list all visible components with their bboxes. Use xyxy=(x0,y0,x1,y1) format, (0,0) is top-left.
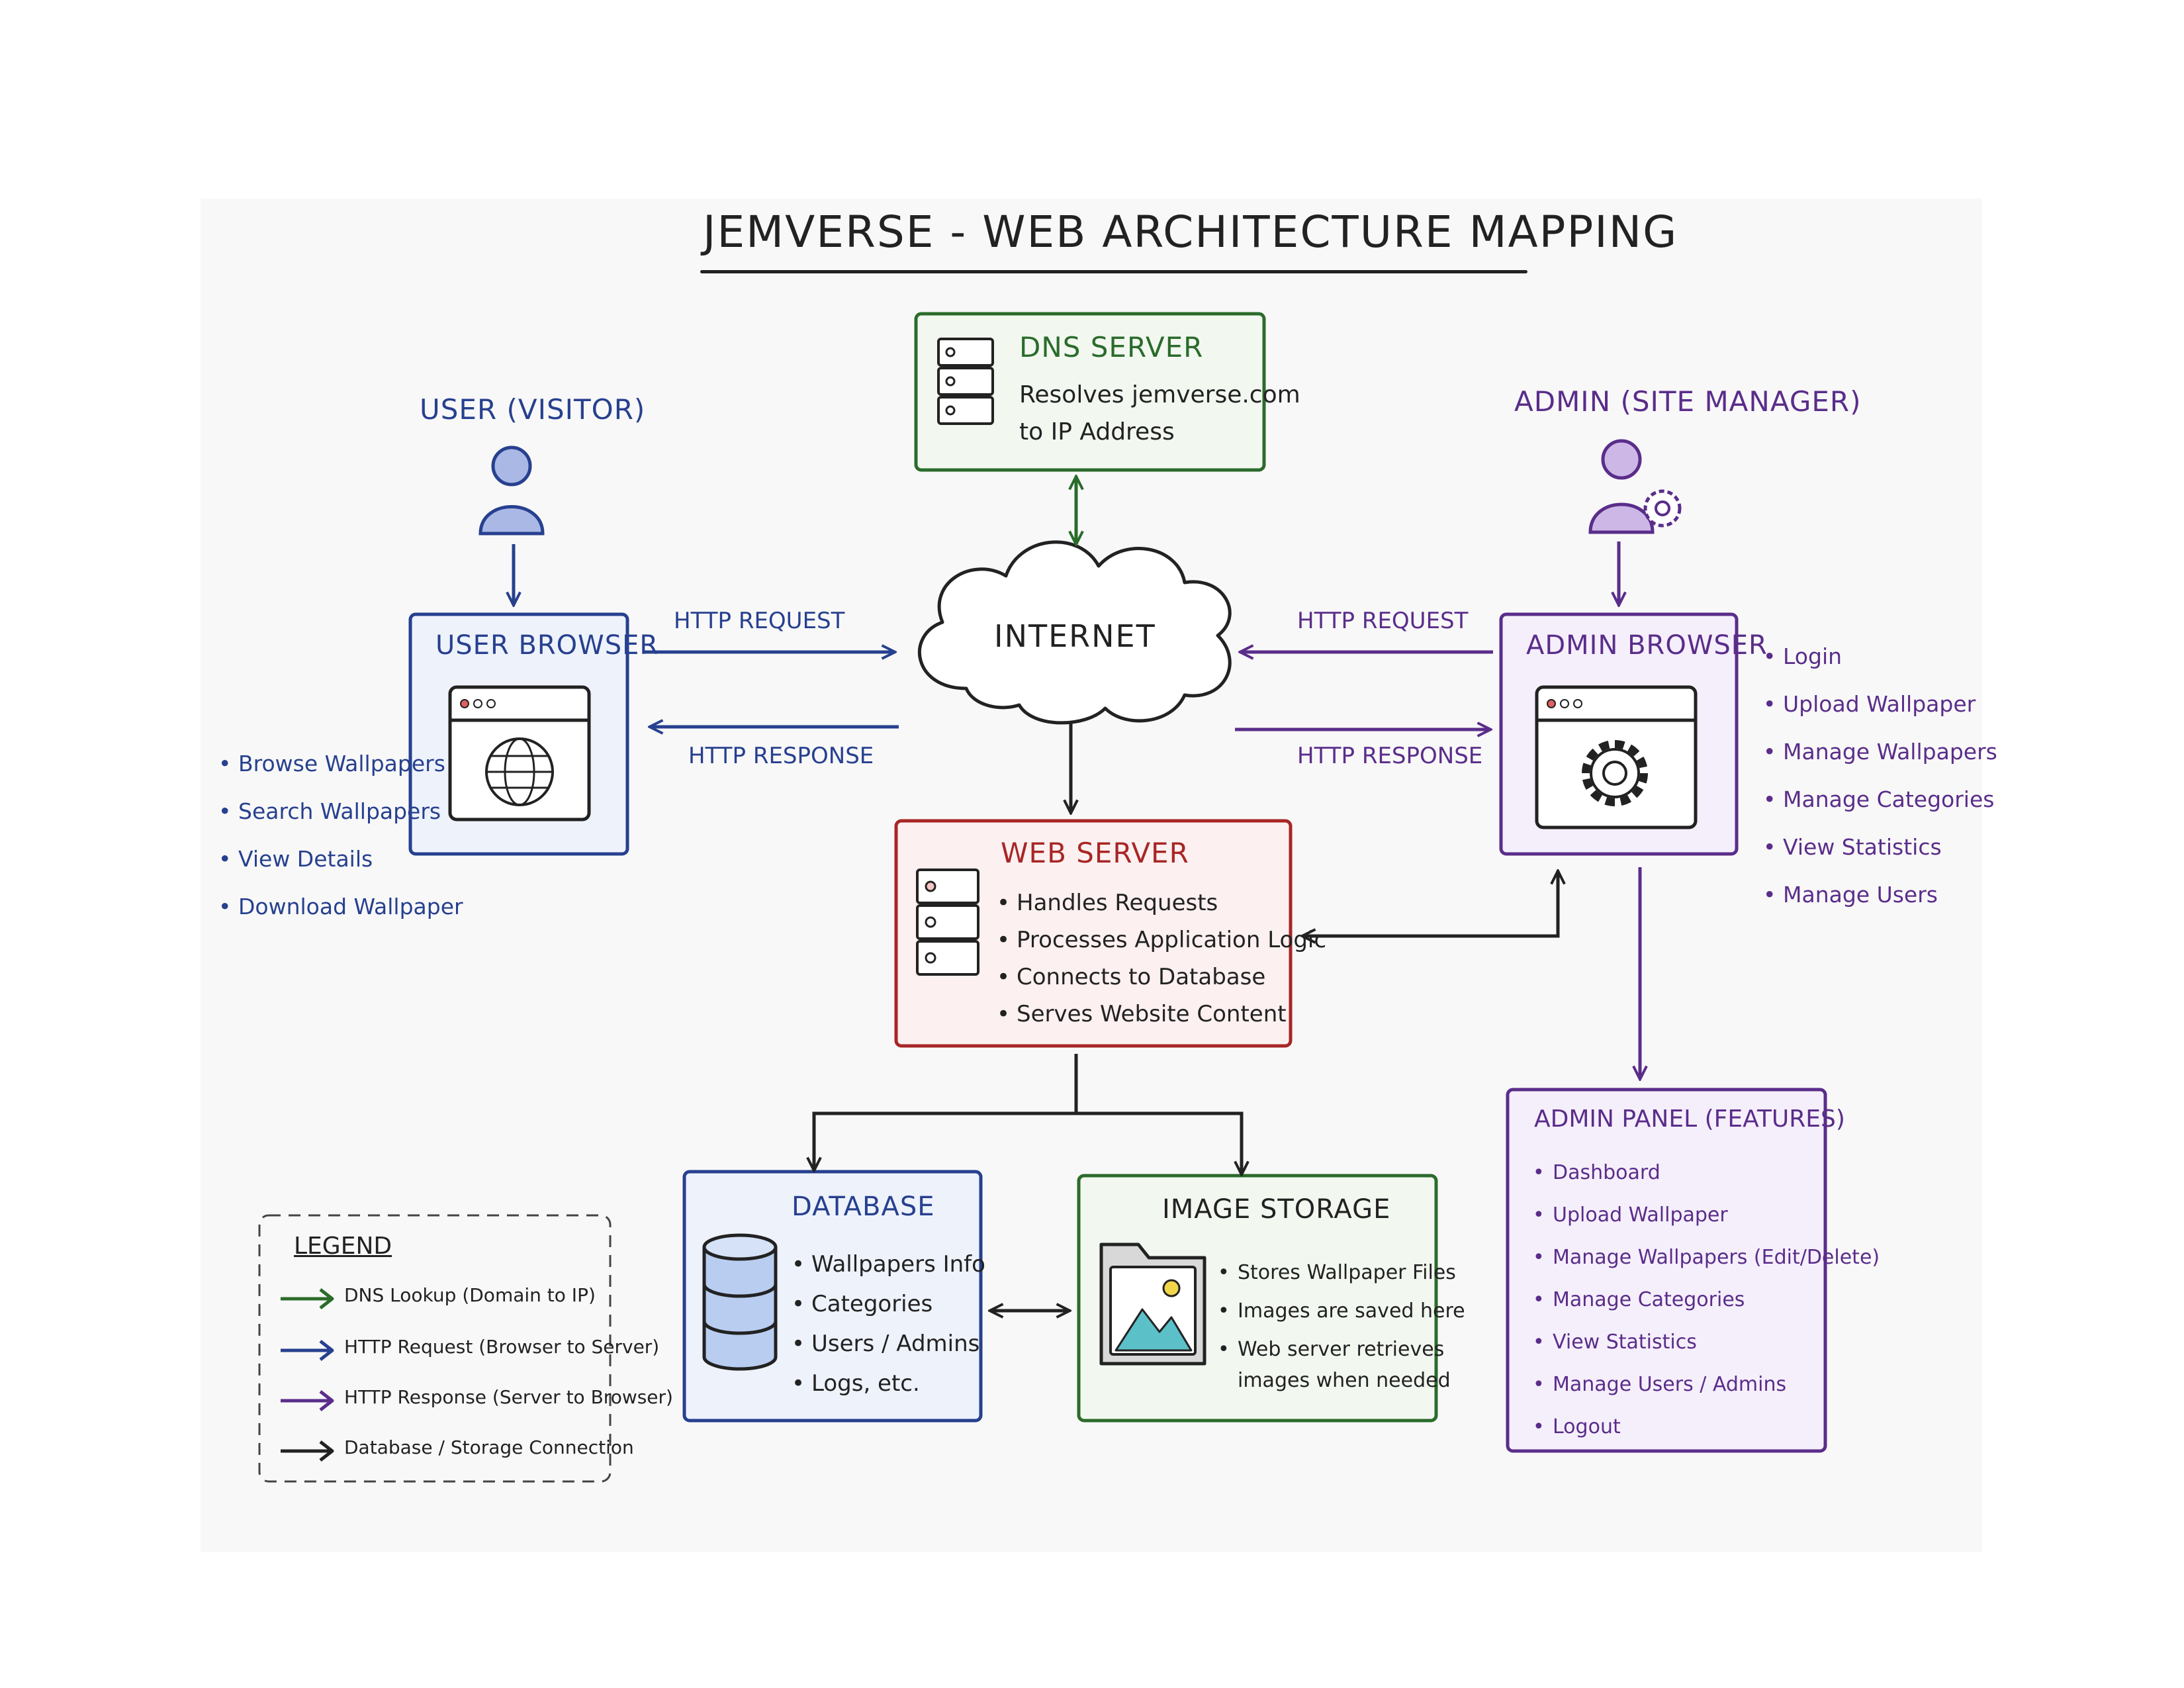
list-item: Processes Application Logic xyxy=(997,921,1326,959)
legend-arrows xyxy=(281,1288,334,1462)
internet-label: INTERNET xyxy=(994,618,1156,654)
list-item: Manage Wallpapers (Edit/Delete) xyxy=(1533,1237,1880,1279)
list-item: Logout xyxy=(1533,1406,1880,1448)
list-item: View Statistics xyxy=(1533,1321,1880,1364)
legend-box xyxy=(258,1214,612,1483)
image-storage-list-continuation: images when needed xyxy=(1238,1369,1451,1392)
database-list: Wallpapers Info Categories Users / Admin… xyxy=(792,1244,985,1403)
list-item: Upload Wallpaper xyxy=(1763,680,1997,728)
list-item: Wallpapers Info xyxy=(792,1244,985,1284)
list-item: View Details xyxy=(218,835,463,883)
title-underline xyxy=(700,270,1527,273)
dns-desc-line-2: to IP Address xyxy=(1019,418,1175,445)
image-folder-icon xyxy=(1099,1243,1206,1366)
list-item: Categories xyxy=(792,1284,985,1324)
legend-title: LEGEND xyxy=(294,1233,392,1260)
image-storage-list: Stores Wallpaper Files Images are saved … xyxy=(1218,1254,1465,1369)
legend-arrow-storage xyxy=(281,1440,334,1462)
dns-desc-line-1: Resolves jemverse.com xyxy=(1019,381,1300,408)
server-rack-icon xyxy=(937,338,994,425)
list-item: Web server retrieves xyxy=(1218,1331,1465,1369)
legend-entry-storage: Database / Storage Connection xyxy=(344,1436,634,1458)
admin-label: ADMIN (SITE MANAGER) xyxy=(1514,385,1862,418)
legend-entry-request: HTTP Request (Browser to Server) xyxy=(344,1336,660,1358)
web-server-list: Handles Requests Processes Application L… xyxy=(997,884,1326,1033)
dns-title: DNS SERVER xyxy=(1019,331,1204,363)
admin-action-list: Login Upload Wallpaper Manage Wallpapers… xyxy=(1763,633,1997,919)
list-item: Manage Wallpapers xyxy=(1763,728,1997,776)
list-item: Download Wallpaper xyxy=(218,883,463,931)
image-storage-title: IMAGE STORAGE xyxy=(1162,1194,1391,1225)
list-item: Logs, etc. xyxy=(792,1364,985,1403)
cloud-icon xyxy=(917,540,1232,725)
web-server-title: WEB SERVER xyxy=(1001,837,1189,869)
user-response-label: HTTP RESPONSE xyxy=(688,743,874,769)
list-item: View Statistics xyxy=(1763,823,1997,871)
list-item: Images are saved here xyxy=(1218,1292,1465,1331)
admin-request-label: HTTP REQUEST xyxy=(1297,608,1469,634)
page-title: JEMVERSE - WEB ARCHITECTURE MAPPING xyxy=(703,207,1678,258)
admin-panel-title: ADMIN PANEL (FEATURES) xyxy=(1534,1105,1845,1133)
user-request-label: HTTP REQUEST xyxy=(674,608,845,634)
dns-server-box xyxy=(914,312,1266,472)
webserver-admin-arrow xyxy=(1304,872,1558,936)
list-item: Manage Categories xyxy=(1533,1279,1880,1321)
legend-entry-response: HTTP Response (Server to Browser) xyxy=(344,1386,673,1408)
database-title: DATABASE xyxy=(792,1192,935,1222)
user-browser-title: USER BROWSER xyxy=(435,630,659,661)
user-feature-list: Browse Wallpapers Search Wallpapers View… xyxy=(218,740,463,931)
legend-entry-dns: DNS Lookup (Domain to IP) xyxy=(344,1284,596,1306)
list-item: Connects to Database xyxy=(997,959,1326,996)
list-item: Manage Users / Admins xyxy=(1533,1364,1880,1406)
list-item: Serves Website Content xyxy=(997,996,1326,1033)
legend-arrow-dns xyxy=(281,1288,334,1309)
list-item: Login xyxy=(1763,633,1997,680)
webserver-to-storage-arrow xyxy=(1076,1111,1242,1173)
list-item: Manage Categories xyxy=(1763,776,1997,823)
admin-person-gear-icon xyxy=(1588,439,1682,534)
admin-panel-list: Dashboard Upload Wallpaper Manage Wallpa… xyxy=(1533,1152,1880,1448)
webserver-to-database-arrow xyxy=(814,1054,1078,1169)
database-cylinder-icon xyxy=(702,1233,778,1371)
list-item: Browse Wallpapers xyxy=(218,740,463,788)
legend-arrow-request xyxy=(281,1340,334,1361)
legend-arrow-response xyxy=(281,1390,334,1411)
browser-globe-icon xyxy=(448,685,591,821)
browser-gear-icon xyxy=(1535,685,1698,829)
list-item: Upload Wallpaper xyxy=(1533,1194,1880,1237)
list-item: Stores Wallpaper Files xyxy=(1218,1254,1465,1292)
list-item: Dashboard xyxy=(1533,1152,1880,1194)
server-rack-icon xyxy=(916,868,979,976)
admin-response-label: HTTP RESPONSE xyxy=(1297,743,1483,769)
list-item: Search Wallpapers xyxy=(218,788,463,835)
user-label: USER (VISITOR) xyxy=(420,393,646,426)
list-item: Users / Admins xyxy=(792,1324,985,1364)
list-item: Handles Requests xyxy=(997,884,1326,921)
list-item: Manage Users xyxy=(1763,871,1997,919)
person-icon xyxy=(478,445,545,536)
admin-browser-title: ADMIN BROWSER xyxy=(1526,630,1768,661)
